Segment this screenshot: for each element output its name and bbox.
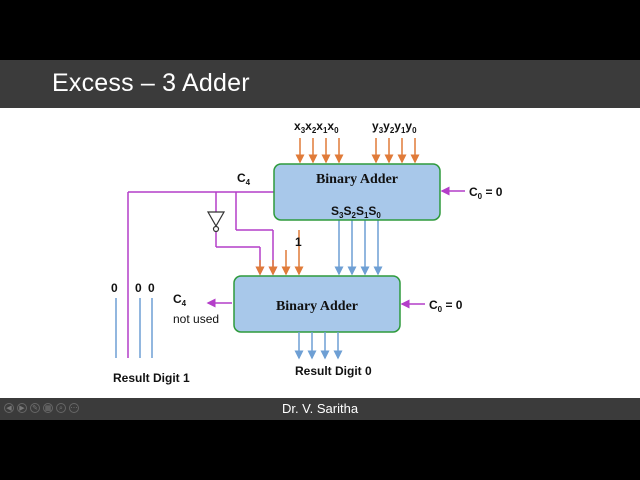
top-carry-out-label: C4: [237, 171, 251, 187]
slide-title: Excess – 3 Adder: [52, 69, 250, 97]
zero-1: 0: [111, 281, 118, 295]
zero-2: 0: [135, 281, 142, 295]
top-carry-wire: [127, 191, 274, 358]
footer-bar: ◀ ▶ ✎ ▦ ⌕ ⋯ Dr. V. Saritha: [0, 398, 640, 420]
result-digit-1-label: Result Digit 1: [113, 371, 190, 385]
zero-3: 0: [148, 281, 155, 295]
more-icon[interactable]: ⋯: [69, 403, 79, 413]
result-digit-1-wires: [115, 298, 153, 358]
x-input-arrows: [295, 138, 344, 164]
x-inputs-label: x3x2x1x0: [294, 119, 339, 135]
y-inputs-label: y3y2y1y0: [372, 119, 417, 135]
bottom-carry-out-label: C4: [173, 292, 187, 308]
prev-icon[interactable]: ◀: [4, 403, 14, 413]
bottom-carry-in-label: C0 = 0: [429, 298, 463, 314]
bottom-adder-orange-inputs: [255, 230, 304, 276]
slides-icon[interactable]: ▦: [43, 403, 53, 413]
top-carry-in-label: C0 = 0: [469, 185, 503, 201]
y-input-arrows: [371, 138, 420, 164]
top-binary-adder: [273, 163, 441, 221]
slide-nav-controls: ◀ ▶ ✎ ▦ ⌕ ⋯: [4, 403, 79, 415]
next-icon[interactable]: ▶: [17, 403, 27, 413]
top-adder-label: Binary Adder: [316, 172, 398, 187]
sum-bits-label: S3S2S1S0: [331, 204, 381, 220]
bottom-adder-label: Binary Adder: [276, 299, 358, 314]
title-bar: Excess – 3 Adder: [0, 60, 640, 108]
slide: Excess – 3 Adder x3x2x1x0: [0, 60, 640, 420]
result-digit-0-arrows: [294, 332, 343, 360]
pen-icon[interactable]: ✎: [30, 403, 40, 413]
footer-author: Dr. V. Saritha: [281, 401, 359, 416]
not-used-label: not used: [173, 312, 219, 326]
bottom-binary-adder: [233, 275, 401, 333]
constant-one-label: 1: [295, 235, 302, 249]
not-gate-icon: [206, 211, 226, 233]
result-digit-0-label: Result Digit 0: [295, 364, 372, 378]
excess-3-adder-diagram: x3x2x1x0 y3y2y1y0 C4 1: [111, 119, 503, 385]
zoom-icon[interactable]: ⌕: [56, 403, 66, 413]
inverter-wires: [215, 192, 278, 276]
sum-wires: [334, 220, 383, 276]
